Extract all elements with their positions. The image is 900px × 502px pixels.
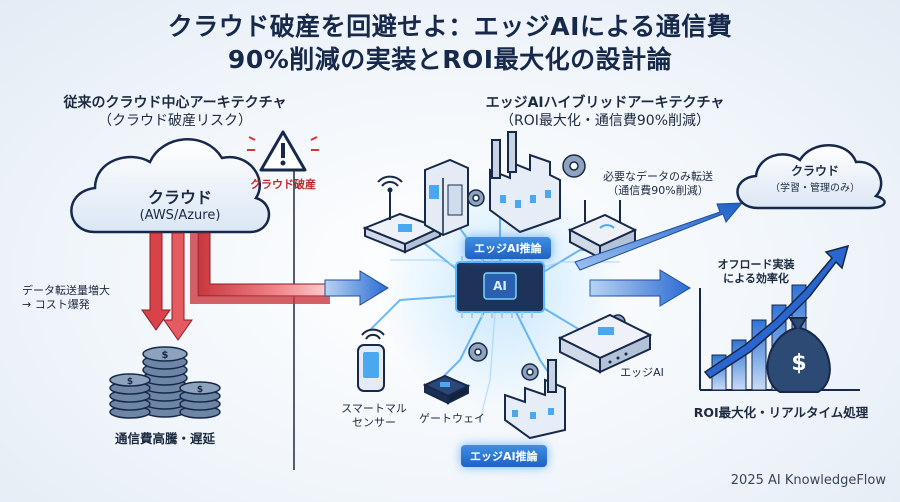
right-section-heading: エッジAIハイブリッドアーキテクチャ （ROI最大化・通信費90%削減）	[450, 94, 760, 130]
page-title: クラウド破産を回避せよ：エッジAIによる通信費 90%削減の実装とROI最大化の…	[0, 10, 900, 76]
left-cloud-label: クラウド (AWS/Azure)	[110, 184, 250, 223]
right-cloud-subtitle: （学習・管理のみ）	[770, 183, 860, 194]
edge-ai-box-icon	[557, 313, 653, 374]
warning-label: クラウド破産	[250, 178, 316, 191]
gateway-chip-icon	[422, 374, 471, 405]
roi-label: ROI最大化・リアルタイム処理	[693, 405, 869, 420]
right-heading-line-2: （ROI最大化・通信費90%削減）	[500, 113, 710, 129]
factory-top-icon	[489, 131, 561, 234]
server-device-icon	[424, 158, 469, 237]
svg-text:$: $	[127, 377, 133, 387]
smart-sensor-line-2: センサー	[352, 416, 396, 429]
title-line-1: クラウド破産を回避せよ：エッジAIによる通信費	[167, 12, 733, 41]
svg-text:$: $	[791, 351, 806, 376]
selective-transfer-line-2: （通信費90%削減）	[607, 184, 709, 197]
roi-growth-chart-icon: $	[699, 244, 860, 393]
left-heading-line-2: （クラウド破産リスク）	[98, 113, 252, 129]
smart-sensor-label: スマートマル センサー	[332, 402, 416, 430]
selective-transfer-label: 必要なデータのみ転送 （通信費90%削減）	[594, 170, 722, 198]
smart-sensor-icon	[357, 328, 385, 392]
selective-transfer-line-1: 必要なデータのみ転送	[603, 170, 713, 183]
transfer-increase-label: データ転送量増大 → コスト爆発	[22, 284, 132, 312]
right-heading-line-1: エッジAIハイブリッドアーキテクチャ	[485, 95, 725, 111]
offload-line-1: オフロード実装	[717, 258, 795, 271]
title-line-2: 90%削減の実装とROI最大化の設計論	[227, 45, 673, 74]
red-cost-arrows	[141, 232, 331, 341]
svg-text:$: $	[197, 385, 203, 395]
left-section-heading: 従来のクラウド中心アーキテクチャ （クラウド破産リスク）	[40, 94, 310, 130]
left-cloud-icon	[70, 137, 271, 234]
offload-label: オフロード実装 による効率化	[708, 258, 804, 286]
edge-ai-label: エッジAI	[620, 366, 664, 379]
gear-icon	[467, 154, 626, 381]
ai-chip-icon	[455, 256, 545, 318]
left-cloud-subtitle: (AWS/Azure)	[139, 208, 221, 223]
edge-ai-inference-badge-top: エッジAI推論	[465, 237, 551, 259]
coin-stack-icon: $ $ $	[109, 346, 221, 419]
svg-text:$: $	[162, 350, 169, 361]
transfer-increase-line-2: → コスト爆発	[22, 298, 90, 311]
warning-icon	[247, 130, 319, 172]
offload-line-2: による効率化	[723, 272, 789, 285]
factory-bottom-icon	[504, 359, 566, 440]
wifi-router-icon	[567, 200, 638, 260]
upload-arrow	[574, 202, 744, 271]
left-heading-line-1: 従来のクラウド中心アーキテクチャ	[63, 95, 287, 111]
gateway-label: ゲートウェイ	[419, 412, 485, 425]
credit-text: 2025 AI KnowledgeFlow	[730, 473, 886, 488]
left-cloud-title: クラウド	[147, 188, 212, 207]
right-cloud-icon	[736, 144, 886, 210]
smart-sensor-line-1: スマートマル	[341, 402, 407, 415]
right-cloud-label: クラウド （学習・管理のみ）	[760, 162, 870, 194]
cost-label: 通信費高騰・遅延	[114, 431, 215, 446]
right-cloud-title: クラウド	[790, 164, 839, 178]
ai-chip-label: AI	[493, 279, 507, 293]
edge-ai-inference-badge-bottom: エッジAI推論	[461, 445, 547, 467]
transfer-increase-line-1: データ転送量増大	[22, 284, 110, 297]
